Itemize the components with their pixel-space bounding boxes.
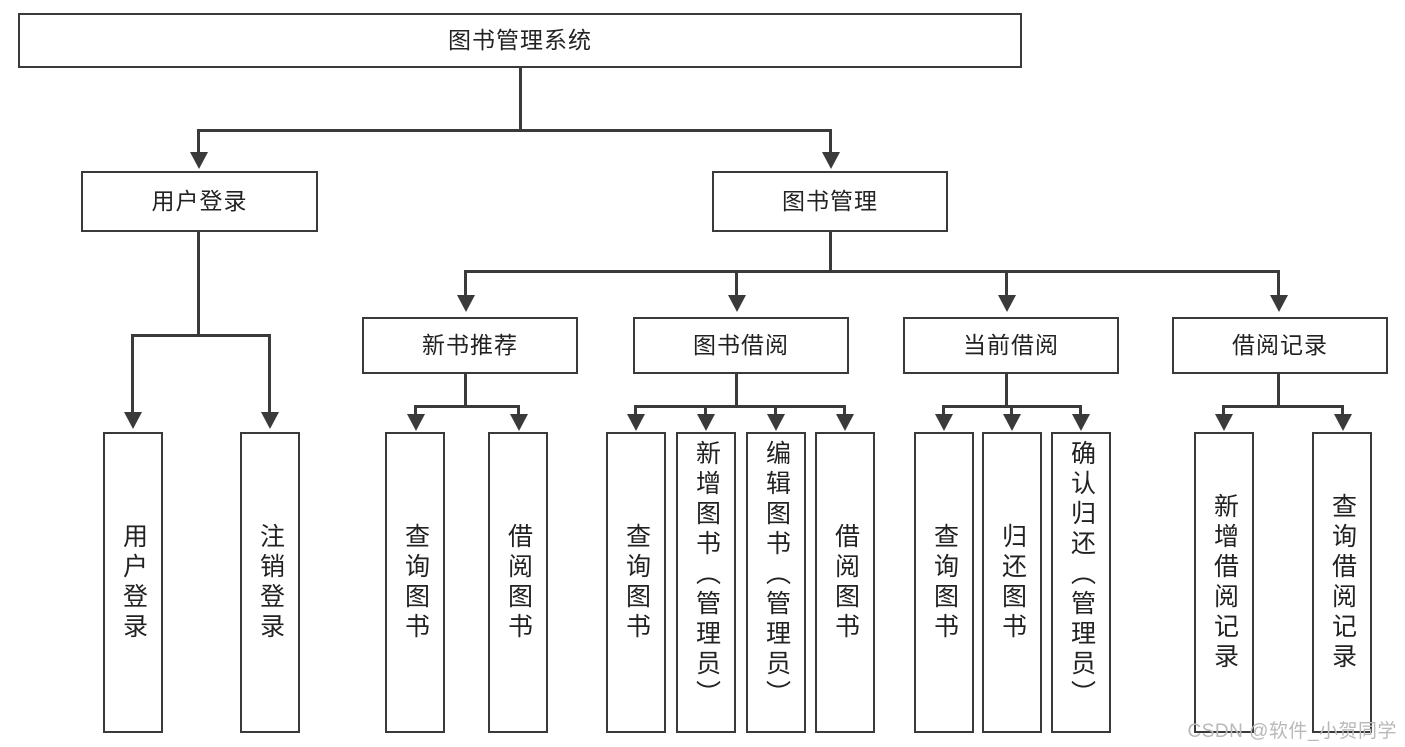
connector-root-to-book-management <box>829 129 832 156</box>
arrowhead-leaf-query-book-1 <box>407 414 425 431</box>
connector-borrow-record-drop-1 <box>1222 405 1225 417</box>
leaf-borrow-book[interactable]: 借阅图书 <box>815 432 875 733</box>
arrowhead-book-borrow <box>728 295 746 312</box>
node-label: 归还图书 <box>998 522 1027 643</box>
connector-to-borrow-record <box>1277 270 1280 298</box>
arrowhead-leaf-logout <box>261 412 279 429</box>
connector-root-to-user-login <box>197 129 200 156</box>
node-current-borrow[interactable]: 当前借阅 <box>903 317 1119 374</box>
arrowhead-leaf-query-record <box>1334 414 1352 431</box>
node-new-book-recommend[interactable]: 新书推荐 <box>362 317 578 374</box>
arrowhead-new-book <box>457 295 475 312</box>
connector-current-borrow-drop-2 <box>1010 405 1013 417</box>
node-label: 当前借阅 <box>963 331 1059 358</box>
connector-book-borrow-drop-2 <box>704 405 707 417</box>
connector-level3-bar <box>464 270 1280 273</box>
arrowhead-borrow-record <box>1270 295 1288 312</box>
connector-user-login-drop-2 <box>268 334 271 414</box>
connector-new-book-drop-2 <box>517 405 520 417</box>
node-label: 用户登录 <box>151 187 248 214</box>
connector-borrow-record-stem <box>1277 374 1280 407</box>
node-label: 借阅记录 <box>1232 331 1328 358</box>
node-book-management[interactable]: 图书管理 <box>712 171 948 232</box>
leaf-logout[interactable]: 注销登录 <box>240 432 300 733</box>
connector-to-new-book <box>464 270 467 298</box>
node-label: 新增借阅记录 <box>1210 492 1239 673</box>
arrowhead-user-login <box>190 152 208 169</box>
node-label: 注销登录 <box>256 522 285 643</box>
arrowhead-leaf-borrow-book-1 <box>510 414 528 431</box>
arrowhead-leaf-user-login <box>124 412 142 429</box>
node-label: 查询图书 <box>401 522 430 643</box>
connector-book-management-stem <box>829 232 832 272</box>
leaf-add-book-admin[interactable]: 新增图书（管理员） <box>676 432 736 733</box>
connector-to-book-borrow <box>735 270 738 298</box>
connector-new-book-drop-1 <box>414 405 417 417</box>
leaf-confirm-return-admin[interactable]: 确认归还（管理员） <box>1051 432 1111 733</box>
arrowhead-leaf-edit-book <box>767 414 785 431</box>
node-label: 查询图书 <box>622 522 651 643</box>
connector-current-borrow-stem <box>1005 374 1008 407</box>
leaf-edit-book-admin[interactable]: 编辑图书（管理员） <box>746 432 806 733</box>
leaf-borrow-book-new-book[interactable]: 借阅图书 <box>488 432 548 733</box>
node-user-login[interactable]: 用户登录 <box>81 171 318 232</box>
node-label: 用户登录 <box>119 522 148 643</box>
arrowhead-leaf-add-book <box>697 414 715 431</box>
connector-root-stem <box>519 68 522 131</box>
connector-current-borrow-drop-3 <box>1079 405 1082 417</box>
connector-new-book-stem <box>464 374 467 407</box>
arrowhead-leaf-return-book <box>1003 414 1021 431</box>
connector-borrow-record-bar <box>1222 405 1341 408</box>
connector-user-login-bar <box>131 334 268 337</box>
connector-book-borrow-drop-4 <box>843 405 846 417</box>
node-label: 确认归还（管理员） <box>1067 440 1096 710</box>
arrowhead-book-management <box>822 152 840 169</box>
node-borrow-record[interactable]: 借阅记录 <box>1172 317 1388 374</box>
node-label: 新增图书（管理员） <box>692 440 721 710</box>
connector-book-borrow-drop-1 <box>634 405 637 417</box>
node-label: 借阅图书 <box>831 522 860 643</box>
leaf-user-login[interactable]: 用户登录 <box>103 432 163 733</box>
leaf-query-book-borrow[interactable]: 查询图书 <box>606 432 666 733</box>
connector-borrow-record-drop-2 <box>1341 405 1344 417</box>
node-label: 图书借阅 <box>693 331 789 358</box>
connector-new-book-bar <box>414 405 517 408</box>
arrowhead-leaf-borrow-book-2 <box>836 414 854 431</box>
leaf-add-borrow-record[interactable]: 新增借阅记录 <box>1194 432 1254 733</box>
connector-user-login-drop-1 <box>131 334 134 414</box>
arrowhead-leaf-confirm-return <box>1072 414 1090 431</box>
node-label: 查询图书 <box>930 522 959 643</box>
connector-book-borrow-drop-3 <box>774 405 777 417</box>
arrowhead-leaf-query-book-3 <box>935 414 953 431</box>
connector-root-bar <box>197 129 832 132</box>
arrowhead-current-borrow <box>998 295 1016 312</box>
node-label: 编辑图书（管理员） <box>762 440 791 710</box>
node-label: 查询借阅记录 <box>1328 492 1357 673</box>
connector-to-current-borrow <box>1005 270 1008 298</box>
node-label: 图书管理 <box>782 187 878 214</box>
node-label: 新书推荐 <box>422 331 518 358</box>
leaf-query-borrow-record[interactable]: 查询借阅记录 <box>1312 432 1372 733</box>
connector-current-borrow-drop-1 <box>942 405 945 417</box>
connector-user-login-stem <box>197 232 200 336</box>
node-label: 图书管理系统 <box>448 26 592 53</box>
leaf-query-book-current[interactable]: 查询图书 <box>914 432 974 733</box>
node-book-borrow[interactable]: 图书借阅 <box>633 317 849 374</box>
arrowhead-leaf-add-record <box>1215 414 1233 431</box>
leaf-return-book[interactable]: 归还图书 <box>982 432 1042 733</box>
arrowhead-leaf-query-book-2 <box>627 414 645 431</box>
node-label: 借阅图书 <box>504 522 533 643</box>
node-root-book-management-system[interactable]: 图书管理系统 <box>18 13 1022 68</box>
connector-book-borrow-stem <box>735 374 738 407</box>
leaf-query-book-new-book[interactable]: 查询图书 <box>385 432 445 733</box>
connector-book-borrow-bar <box>634 405 844 408</box>
